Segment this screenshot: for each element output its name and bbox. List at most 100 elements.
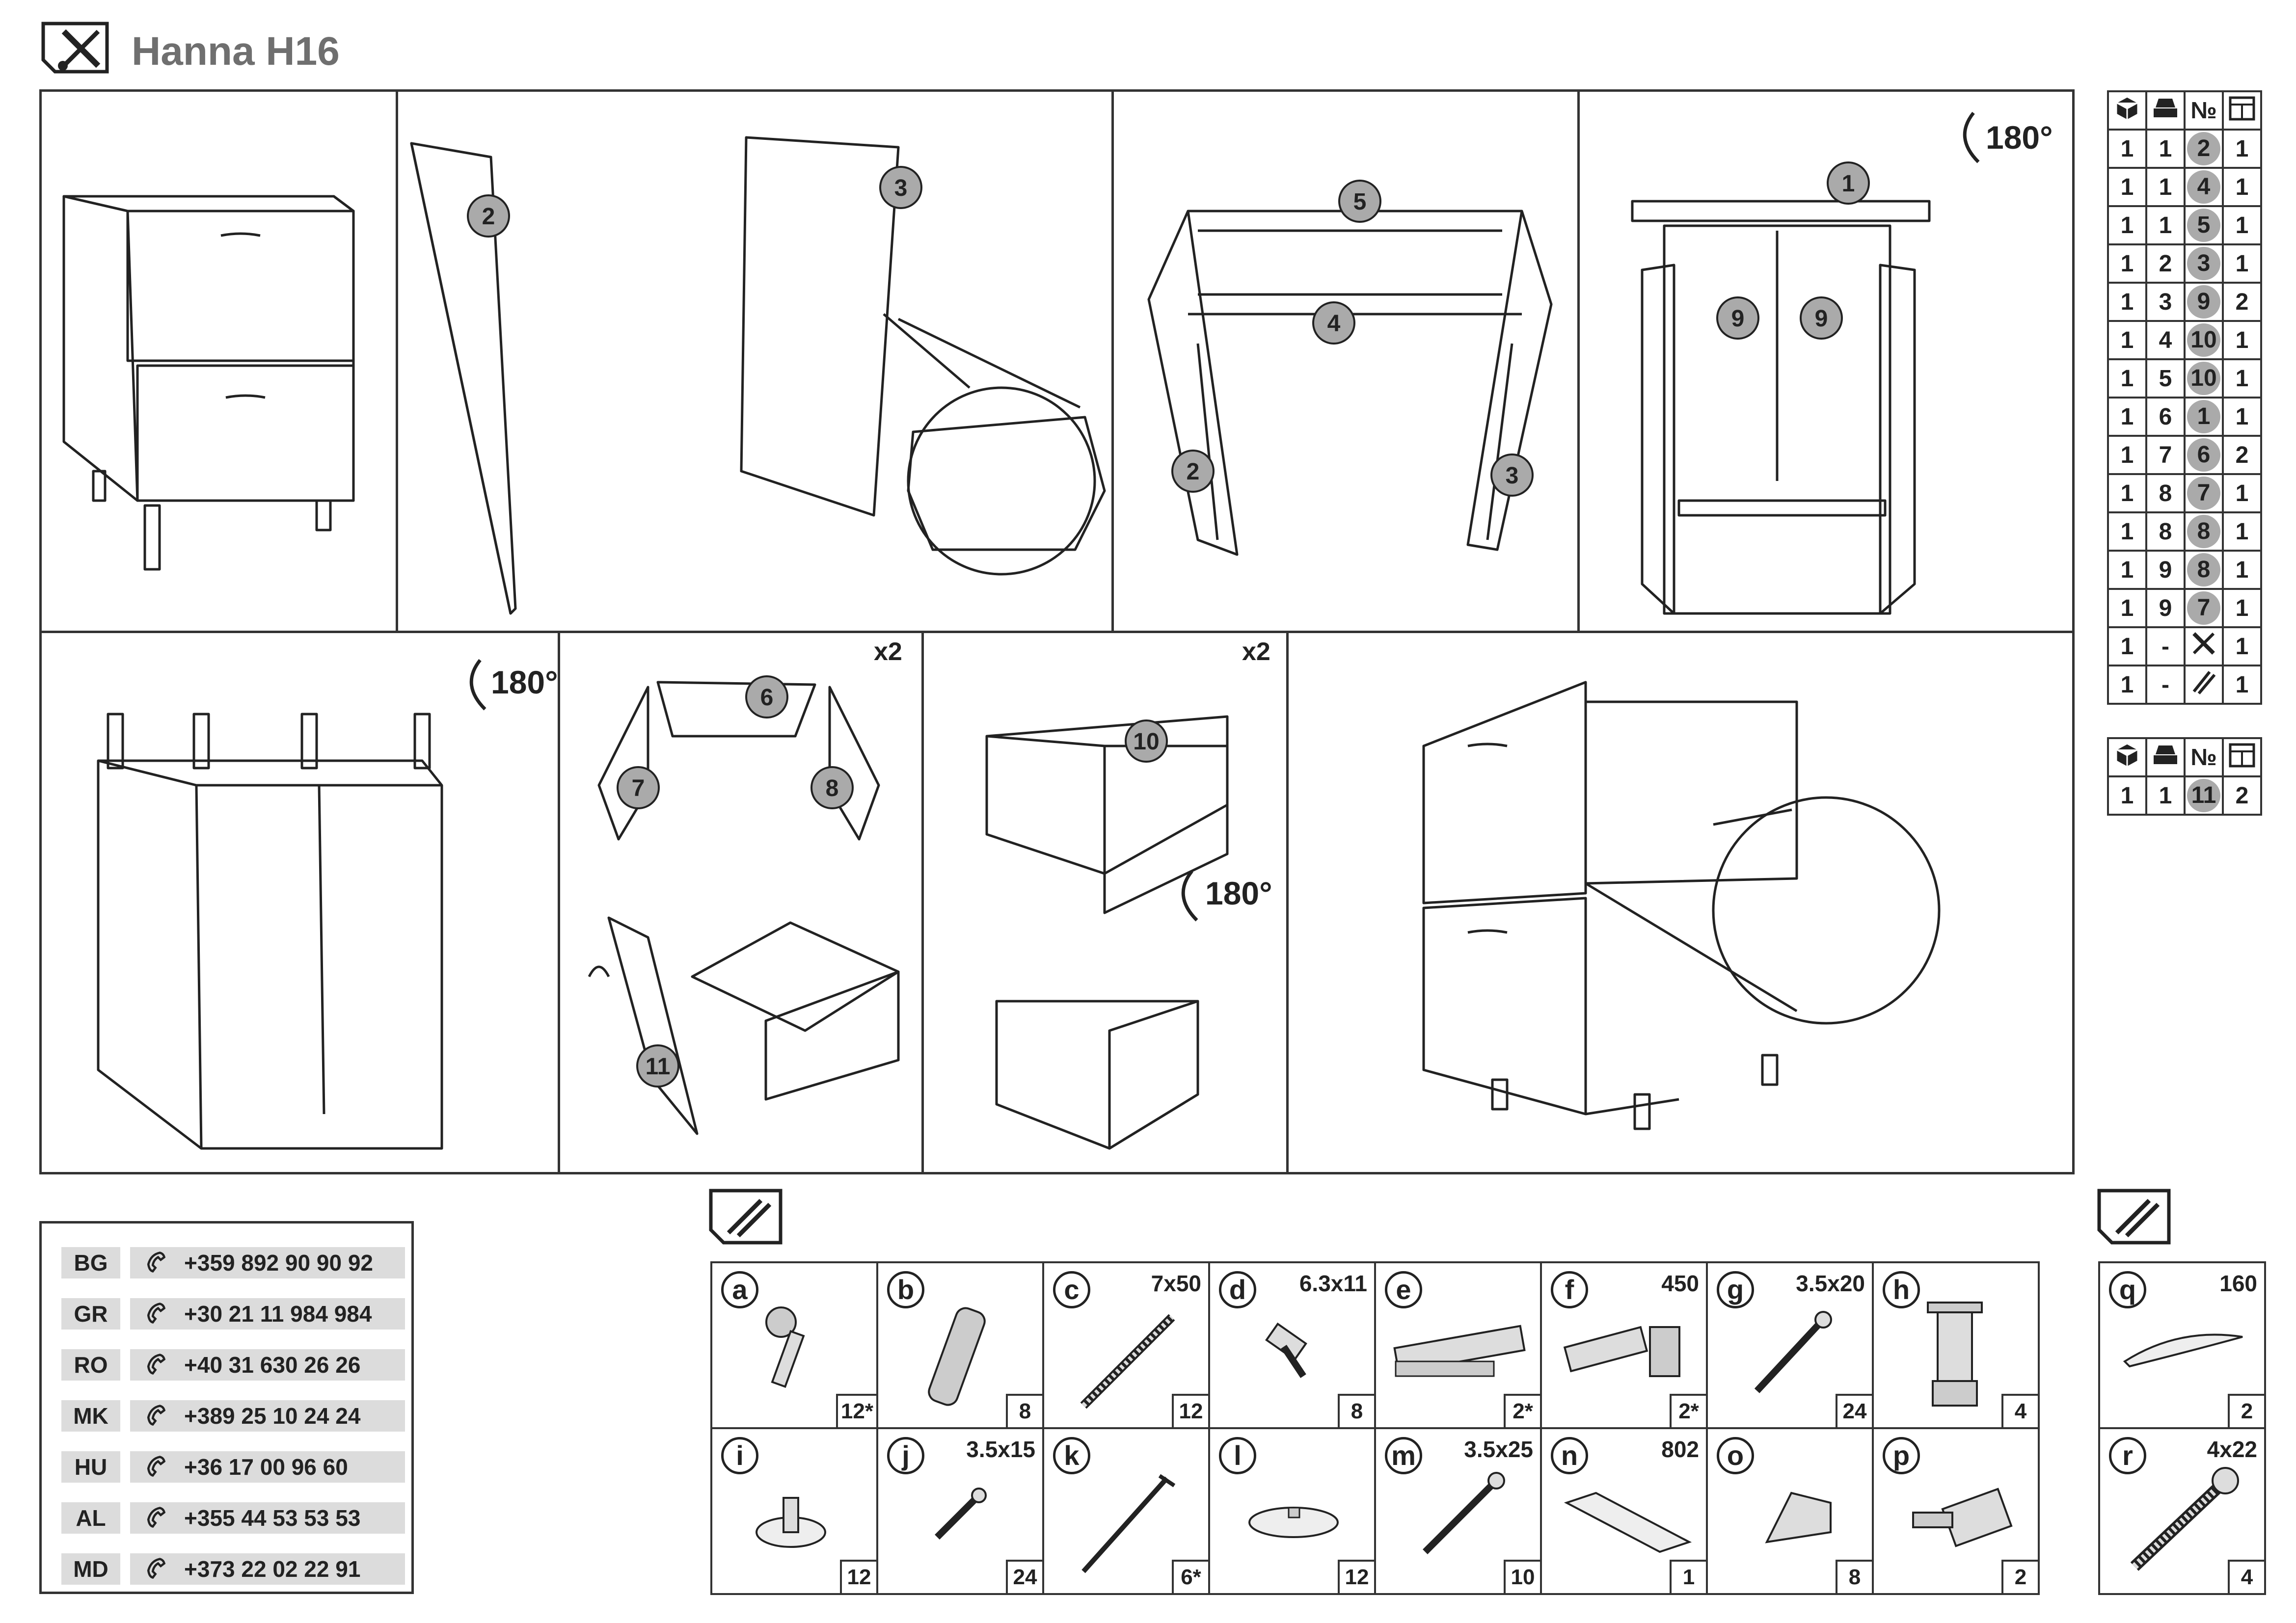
hardware-quantity: 10 bbox=[1504, 1560, 1540, 1593]
hardware-drawing-h bbox=[1927, 1302, 1983, 1407]
hardware-letter: p bbox=[1883, 1437, 1920, 1474]
tools-header-icon bbox=[39, 21, 112, 75]
pack-icon bbox=[2145, 737, 2186, 777]
svg-text:10: 10 bbox=[1133, 729, 1159, 755]
pack-count-cell: - bbox=[2145, 626, 2186, 666]
box-count-cell: 1 bbox=[2107, 243, 2147, 284]
part-number-badge: 6 bbox=[2187, 438, 2220, 472]
hardware-spec: 4x22 bbox=[2207, 1437, 2257, 1462]
phone-number[interactable]: +373 22 02 22 91 bbox=[130, 1553, 405, 1585]
parts-table-row: 1-1 bbox=[2107, 626, 2262, 666]
country-code: HU bbox=[61, 1451, 120, 1483]
quantity-cell: 1 bbox=[2222, 511, 2262, 552]
part-number-cell: 10 bbox=[2184, 358, 2224, 399]
hardware-spec: 450 bbox=[1661, 1271, 1699, 1296]
hardware-drawing-a bbox=[765, 1306, 805, 1388]
hardware-quantity: 8 bbox=[1006, 1394, 1042, 1427]
part-number-cell: 11 bbox=[2184, 775, 2224, 816]
hardware-letter: m bbox=[1385, 1437, 1422, 1474]
box-count-cell: 1 bbox=[2107, 358, 2147, 399]
part-number-cell: 7 bbox=[2184, 588, 2224, 628]
quantity-cell: 1 bbox=[2222, 550, 2262, 590]
phone-icon bbox=[147, 1354, 166, 1375]
hardware-quantity: 8 bbox=[1338, 1394, 1374, 1427]
hardware-spec: 3.5x20 bbox=[1796, 1271, 1865, 1296]
svg-text:9: 9 bbox=[1731, 306, 1745, 332]
quantity-cell: 1 bbox=[2222, 320, 2262, 360]
hardware-quantity: 12 bbox=[1172, 1394, 1208, 1427]
part-number-cell: 8 bbox=[2184, 511, 2224, 552]
hardware-item-d: d 6.3x11 8 bbox=[1208, 1261, 1376, 1429]
hardware-quantity: 24 bbox=[1006, 1560, 1042, 1593]
phone-number[interactable]: +355 44 53 53 53 bbox=[130, 1502, 405, 1534]
phone-number[interactable]: +36 17 00 96 60 bbox=[130, 1451, 405, 1483]
hardware-drawing-k bbox=[1081, 1474, 1176, 1573]
phone-number[interactable]: +389 25 10 24 24 bbox=[130, 1400, 405, 1432]
pack-count-cell: 4 bbox=[2145, 320, 2186, 360]
phone-icon bbox=[147, 1456, 166, 1477]
quantity-cell: 1 bbox=[2222, 665, 2262, 705]
hardware-drawing-j bbox=[935, 1488, 987, 1540]
parts-table-drawer-header: № bbox=[2107, 737, 2262, 777]
hardware-letter: g bbox=[1717, 1271, 1754, 1308]
country-code: MK bbox=[61, 1400, 120, 1432]
phone-icon bbox=[147, 1405, 166, 1426]
hardware-icon bbox=[2192, 671, 2216, 694]
part-number-cell bbox=[2184, 665, 2224, 705]
hardware-icon bbox=[707, 1188, 785, 1247]
part-number-badge: 4 bbox=[2187, 170, 2220, 204]
phone-icon bbox=[147, 1303, 166, 1324]
part-number-badge: 5 bbox=[2187, 209, 2220, 242]
hardware-quantity: 6* bbox=[1172, 1560, 1208, 1593]
pack-count-cell: 2 bbox=[2145, 243, 2186, 284]
hardware-quantity: 4 bbox=[2228, 1560, 2264, 1593]
part-number-badge: 10 bbox=[2187, 323, 2220, 357]
country-code: BG bbox=[61, 1247, 120, 1278]
phone-number[interactable]: +30 21 11 984 984 bbox=[130, 1298, 405, 1330]
hardware-letter: d bbox=[1219, 1271, 1256, 1308]
part-number-cell: 6 bbox=[2184, 435, 2224, 475]
box-count-cell: 1 bbox=[2107, 205, 2147, 245]
phone-number[interactable]: +40 31 630 26 26 bbox=[130, 1349, 405, 1381]
hardware-spec: 6.3x11 bbox=[1299, 1271, 1367, 1296]
box-count-cell: 1 bbox=[2107, 626, 2147, 666]
hardware-drawing-i bbox=[756, 1497, 826, 1548]
hardware-quantity: 8 bbox=[1836, 1560, 1872, 1593]
country-code: MD bbox=[61, 1553, 120, 1585]
quantity-cell: 1 bbox=[2222, 626, 2262, 666]
quantity-cell: 1 bbox=[2222, 588, 2262, 628]
svg-text:1: 1 bbox=[1842, 171, 1855, 197]
part-number-cell: 2 bbox=[2184, 129, 2224, 169]
box-count-cell: 1 bbox=[2107, 435, 2147, 475]
hardware-drawing-l bbox=[1248, 1507, 1339, 1538]
pack-count-cell: 1 bbox=[2145, 205, 2186, 245]
part-number-cell bbox=[2184, 626, 2224, 666]
phone-number[interactable]: +359 892 90 90 92 bbox=[130, 1247, 405, 1278]
box-count-cell: 1 bbox=[2107, 775, 2147, 816]
quantity-label-x2-1: x2 bbox=[874, 638, 902, 666]
part-number-cell: 7 bbox=[2184, 473, 2224, 513]
pack-count-cell: 1 bbox=[2145, 775, 2186, 816]
hardware-drawing-m bbox=[1423, 1472, 1505, 1554]
part-number-cell: 4 bbox=[2184, 167, 2224, 207]
svg-text:8: 8 bbox=[826, 775, 839, 801]
box-icon bbox=[2107, 737, 2147, 777]
svg-text:6: 6 bbox=[760, 685, 774, 711]
